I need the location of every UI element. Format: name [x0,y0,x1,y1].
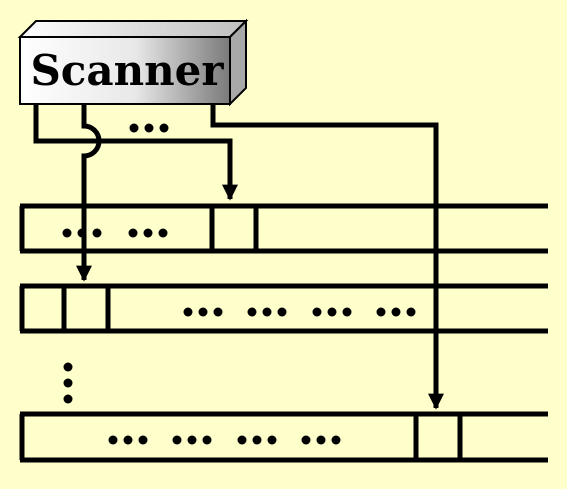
scanner-box-top [17,20,249,38]
pointer-line-row1 [33,104,239,201]
vertical-ellipsis [63,362,73,404]
scanner-box-front [19,36,231,105]
pointer-line-row3 [210,104,445,410]
buffer-row-1-ellipsis [62,228,168,238]
buffer-row-2 [19,283,548,334]
pointer-line-row2 [75,104,102,282]
buffer-row-1 [19,203,548,254]
scanner-box-side [229,18,247,107]
buffer-row-2-target-cell [64,286,108,331]
buffer-row-3 [19,411,548,463]
pointer-lines [33,104,445,410]
buffer-row-3-ellipsis [108,435,341,445]
buffer-row-3-target-cell [416,414,460,460]
buffer-row-1-target-cell [212,206,256,251]
pointer-ellipsis [129,123,169,133]
scanner-box: Scanner [17,18,249,107]
scanner-label: Scanner [30,46,224,95]
buffer-row-2-ellipsis [183,307,416,317]
